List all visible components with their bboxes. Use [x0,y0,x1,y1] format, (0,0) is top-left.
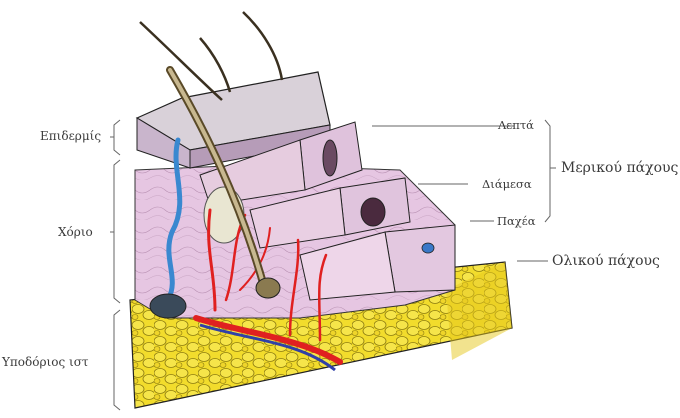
label-full-thickness: Ολικού πάχους [552,254,660,268]
label-medium: Διάμεσα [482,179,532,191]
label-subcutaneous: Υποδόριος ιστ [2,356,89,368]
label-partial-thickness: Μερικού πάχους [561,161,678,175]
label-epidermis: Επιδερμίς [40,130,101,142]
sweat-gland [150,294,186,318]
label-thick: Παχέα [497,216,536,228]
left-brackets [110,120,120,410]
label-dermis: Χόριο [58,226,93,238]
label-thin: Λεπτά [498,120,534,132]
